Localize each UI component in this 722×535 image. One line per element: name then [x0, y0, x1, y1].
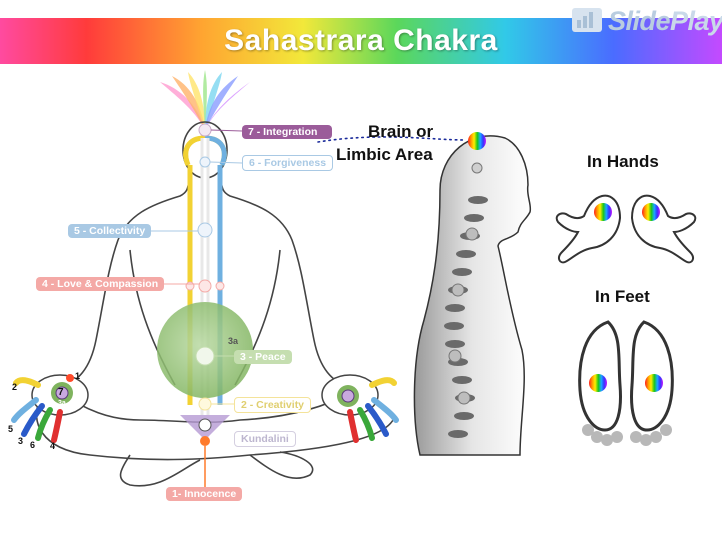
vertebra [456, 250, 476, 258]
brain-pointer [317, 136, 467, 143]
vertebra [468, 196, 488, 204]
finger-num-3: 3 [18, 436, 24, 446]
vertebra [452, 268, 472, 276]
sub-chakra-3a-body: 3a [228, 336, 239, 346]
vertebra [445, 340, 465, 348]
brain-label-line2: Limbic Area [336, 145, 433, 164]
left-foot-rainbow-dot [589, 374, 607, 392]
vertebra [445, 304, 465, 312]
brain-rainbow-dot [468, 132, 486, 150]
lotus-crown-icon [160, 70, 250, 130]
chakra-label-5: 5 - Collectivity [68, 224, 152, 238]
chakra-label-1: 1- Innocence [166, 487, 243, 501]
spine-chakra-point [465, 227, 479, 241]
vertebra [454, 412, 474, 420]
finger-num-4: 4 [50, 441, 56, 451]
profile-head-spine [413, 135, 532, 456]
seated-figure-outline [35, 121, 396, 487]
label-connectors [148, 129, 243, 405]
sub-chakra-3a-hand: 3a [58, 400, 66, 407]
logo-brand-suffix: Player [670, 6, 722, 36]
spine-chakra-point [457, 391, 471, 405]
feet-label: In Feet [595, 287, 650, 306]
kundalini-label: Kundalini [234, 431, 296, 447]
hand-chakra-7: 7 [58, 387, 64, 398]
right-hand-rainbow-dot [642, 203, 660, 221]
spine-vertebrae [444, 196, 488, 438]
spine-chakra-point [451, 283, 465, 297]
chakra-label-3: 3 - Peace [234, 350, 292, 364]
right-hand [321, 374, 399, 443]
finger-num-2: 2 [12, 382, 18, 392]
right-foot-rainbow-dot [645, 374, 663, 392]
hands-illustration [555, 194, 697, 264]
finger-num-1: 1 [75, 371, 81, 381]
chakra-label-6: 6 - Forgiveness [242, 155, 334, 171]
spine-chakra-point [448, 349, 462, 363]
vertebra [452, 376, 472, 384]
vertebra [464, 214, 484, 222]
slideplayer-logo [572, 8, 602, 32]
left-hand [11, 374, 89, 443]
vertebra [448, 430, 468, 438]
chakra-label-2: 2 - Creativity [234, 397, 312, 413]
slideplayer-wordmark: SlidePlayer [608, 6, 722, 37]
logo-brand: Slide [608, 6, 671, 36]
vertebra [444, 322, 464, 330]
finger-num-5: 5 [8, 424, 14, 434]
left-hand-rainbow-dot [594, 203, 612, 221]
finger-num-6: 6 [30, 440, 36, 450]
brain-label-line1: Brain or [368, 122, 434, 141]
page-title: Sahastrara Chakra [224, 24, 498, 57]
chakra-label-4: 4 - Love & Compassion [36, 277, 165, 291]
chakra-label-7: 7 - Integration [242, 125, 332, 139]
hands-label: In Hands [587, 152, 659, 171]
